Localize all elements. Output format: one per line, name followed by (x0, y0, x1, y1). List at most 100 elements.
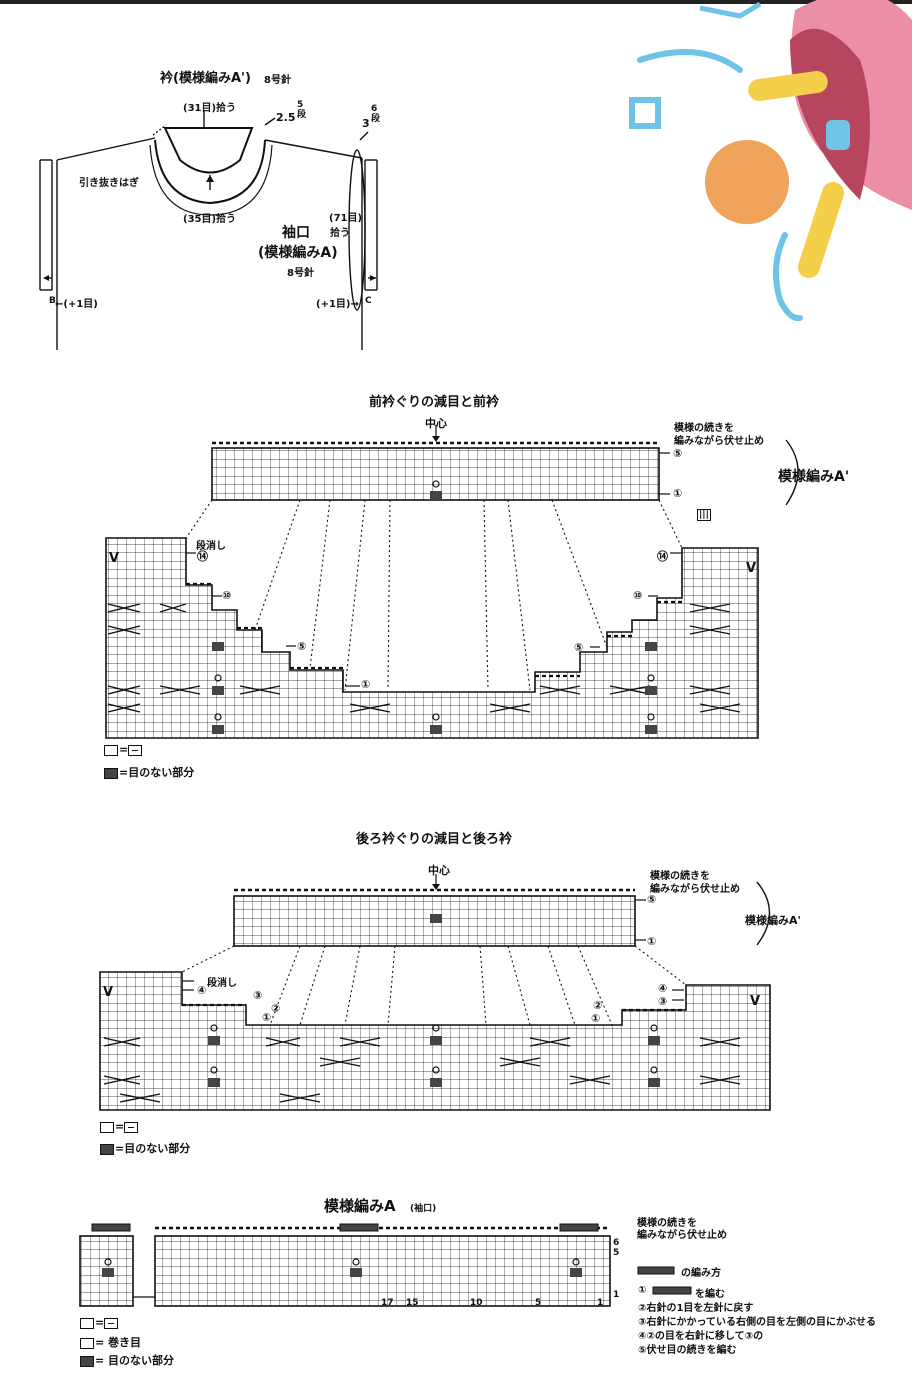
front-row1-left: ① (361, 678, 371, 691)
blue-outline-square (629, 97, 661, 129)
mark-b: B (49, 296, 56, 306)
legend-dark-icon (100, 1143, 114, 1155)
yellow-bar (748, 70, 828, 102)
back-short-row: 段消し (207, 978, 237, 989)
cuff-row1: 1 (613, 1290, 620, 1300)
front-bindoff-line1: 模様の続きを (674, 423, 734, 434)
legend-nostitch-text: = 目のない部分 (95, 1354, 175, 1367)
back-row3-right: ③ (658, 995, 668, 1008)
front-legend-nostitch: =目のない部分 (104, 764, 194, 780)
cuff-needle: 8号針 (287, 268, 314, 279)
front-row14-left: ⑭ (197, 550, 208, 563)
back-row1-left: ① (262, 1011, 272, 1024)
front-row1: ① (673, 487, 683, 500)
cuff-pick-bottom: 拾う (330, 228, 350, 239)
back-row2-left: ② (271, 1002, 281, 1015)
front-row14-right: ⑭ (657, 550, 668, 563)
cuff-col5: 5 (535, 1298, 542, 1308)
back-pattern-label: 模様編みA' (745, 914, 801, 927)
back-nostitch-cells (208, 1036, 660, 1087)
cuff-col15: 15 (406, 1298, 419, 1308)
back-legend-blank: = (100, 1120, 139, 1133)
legend-nostitch-text: =目のない部分 (119, 766, 195, 779)
front-row5-left: ⑤ (297, 640, 307, 653)
red-shape (790, 28, 870, 200)
cuff-pick-top: (71目) (329, 213, 363, 224)
cuff-legend-blank: = (80, 1316, 119, 1329)
front-row10-right: ⑩ (633, 589, 643, 602)
mark-c: C (365, 296, 372, 306)
collar-needle: 8号針 (264, 75, 291, 86)
legend-purl-icon (128, 744, 143, 756)
back-row5: ⑤ (647, 893, 657, 906)
blue-zigzag (699, 1, 762, 19)
back-bindoff-line1: 模様の続きを (650, 871, 710, 882)
back-center-label: 中心 (428, 864, 450, 877)
cuff-main-grid (154, 1235, 611, 1307)
cuff-bindoff-line2: 編みながら伏せ止め (637, 1230, 727, 1241)
back-guide-lines (181, 945, 687, 1026)
back-row3-left: ③ (253, 989, 263, 1002)
back-row2-right: ② (593, 999, 603, 1012)
front-bindoff-line2: 編みながら伏せ止め (674, 436, 764, 447)
blue-square (826, 120, 850, 150)
front-nostitch-cells (212, 642, 657, 734)
cuff-row5: 5 (613, 1248, 620, 1258)
plus-right: (+1目)→ (316, 299, 359, 310)
legend-nostitch-text: =目のない部分 (115, 1142, 191, 1155)
rows-right-value: 3 (362, 117, 370, 130)
cuff-col1: 1 (597, 1298, 604, 1308)
back-legend-nostitch: =目のない部分 (100, 1140, 190, 1156)
back-row1-right: ① (591, 1012, 601, 1025)
legend-purl-icon (104, 1317, 119, 1329)
legend-blank-icon (100, 1121, 114, 1133)
legend-eq: = (95, 1316, 105, 1329)
cuff-legend-wrap: = 巻き目 (80, 1334, 141, 1350)
cuff-step2: ②右針の1目を左針に戻す (638, 1303, 754, 1314)
cuff-chart-title-small: (袖口) (410, 1204, 437, 1214)
front-legend-blank: = (104, 743, 143, 756)
pick-bottom-label: (35目)拾う (183, 214, 237, 225)
rows-left-value: 2.5 (276, 111, 296, 124)
plus-left: ←(+1目) (55, 299, 98, 310)
cuff-title-2: (模様編みA) (258, 245, 338, 261)
yellow-stroke (797, 181, 845, 279)
legend-wrap-text: = 巻き目 (95, 1336, 142, 1349)
back-row4-left: ④ (197, 984, 207, 997)
orange-circle (705, 140, 789, 224)
front-cable-crosses (107, 603, 741, 713)
back-bindoff-line2: 編みながら伏せ止め (650, 884, 740, 895)
cuff-step5: ⑤伏せ目の続きを編む (638, 1345, 737, 1356)
cuff-howto-title: の編み方 (681, 1268, 721, 1279)
front-short-row: 段消し (196, 541, 226, 552)
rows-right-fraction: 6段 (371, 104, 381, 124)
cuff-legend-nostitch: = 目のない部分 (80, 1352, 174, 1368)
legend-purl-icon (124, 1121, 139, 1133)
front-small-mark: ||| (697, 509, 711, 521)
front-guide-lines (185, 499, 683, 691)
back-cable-crosses (103, 1037, 741, 1103)
back-row1: ① (647, 935, 657, 948)
cuff-nostitch-cells (102, 1268, 582, 1277)
cuff-step3: ③右針にかかっている右側の目を左側の目にかぶせる (638, 1317, 876, 1328)
legend-wrap-icon (80, 1337, 94, 1349)
legend-eq: = (119, 743, 129, 756)
blue-hook (773, 232, 803, 322)
front-row5: ⑤ (673, 447, 683, 460)
front-row10-left: ⑩ (222, 589, 232, 602)
cuff-step1-text: を編む (695, 1289, 725, 1300)
cuff-step1-num: ① (638, 1285, 647, 1296)
legend-dark-icon (80, 1355, 94, 1367)
cuff-chart-title: 模様編みA (324, 1197, 396, 1215)
front-chart-title: 前衿ぐりの減目と前衿 (369, 395, 500, 410)
front-center-label: 中心 (425, 417, 447, 430)
cuff-col17: 17 (381, 1298, 394, 1308)
back-row4-right: ④ (658, 982, 668, 995)
top-border (0, 0, 912, 4)
seam-label: 引き抜きはぎ (79, 178, 139, 189)
cuff-title-1: 袖口 (282, 225, 310, 241)
